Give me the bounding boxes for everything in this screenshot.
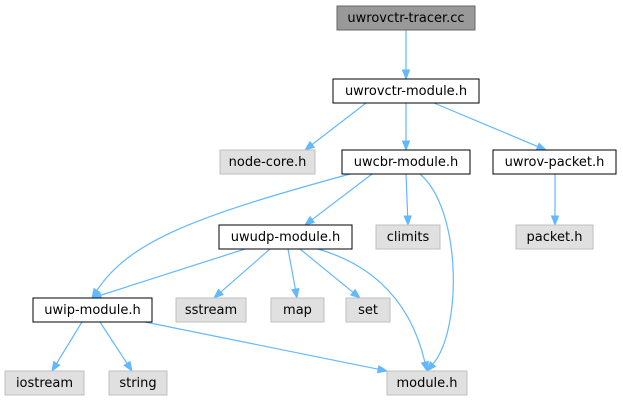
arrowhead: [550, 215, 560, 227]
node-set: set: [345, 297, 391, 323]
node-box: [270, 297, 325, 323]
node-module-h: module.h: [386, 370, 468, 396]
edge-uwrov-packet-h-to-packet-h: [550, 174, 560, 227]
node-map: map: [270, 297, 325, 323]
edge-uwudp-module-h-to-sstream: [212, 248, 271, 299]
node-label: climits: [387, 230, 430, 245]
node-box: [175, 297, 247, 323]
node-sstream: sstream: [175, 297, 247, 323]
node-label: packet.h: [527, 230, 583, 245]
node-uwrovctr-module-h[interactable]: uwrovctr-module.h: [332, 78, 480, 104]
node-box: [4, 370, 85, 396]
node-iostream: iostream: [4, 370, 85, 396]
edge-uwrovctr-module-h-to-uwrov-packet-h: [433, 102, 548, 151]
arrowhead: [426, 361, 437, 373]
node-label: sstream: [185, 303, 237, 318]
arrowhead: [403, 215, 412, 227]
node-label: module.h: [396, 376, 457, 391]
node-uwrov-packet-h[interactable]: uwrov-packet.h: [492, 149, 617, 175]
arrowhead: [349, 288, 362, 299]
node-label: string: [119, 376, 156, 391]
node-label: iostream: [16, 376, 73, 391]
node-box: [341, 149, 471, 175]
arrowhead: [303, 215, 316, 226]
node-climits: climits: [375, 224, 441, 250]
node-node-core-h: node-core.h: [219, 149, 316, 175]
arrowhead: [123, 360, 133, 373]
node-box: [386, 370, 468, 396]
arrowhead: [376, 364, 389, 374]
arrowhead: [401, 140, 411, 152]
node-label: uwrov-packet.h: [505, 155, 605, 170]
node-label: map: [283, 303, 312, 318]
node-packet-h: packet.h: [515, 224, 594, 250]
node-box: [332, 78, 480, 104]
node-label: uwrovctr-module.h: [345, 84, 467, 99]
node-uwip-module-h[interactable]: uwip-module.h: [32, 297, 153, 323]
node-label: set: [358, 303, 378, 318]
node-box: [345, 297, 391, 323]
edge-uwcbr-module-h-to-climits: [403, 173, 412, 227]
arrowhead: [535, 142, 548, 151]
arrowhead: [291, 287, 300, 300]
edge-uwudp-module-h-to-set: [299, 248, 362, 299]
edge-uwrovctr-tracer-cc-to-uwrovctr-module-h: [401, 30, 411, 81]
edge-uwip-module-h-to-module-h: [144, 321, 389, 374]
node-box: [219, 149, 316, 175]
node-label: uwip-module.h: [44, 303, 141, 318]
node-label: uwcbr-module.h: [354, 155, 459, 170]
edge-uwcbr-module-h-to-uwudp-module-h: [303, 173, 373, 226]
node-uwrovctr-tracer-cc[interactable]: uwrovctr-tracer.cc: [336, 5, 476, 31]
node-label: uwrovctr-tracer.cc: [347, 11, 464, 26]
edge-uwcbr-module-h-to-module-h: [419, 173, 454, 373]
node-label: uwudp-module.h: [231, 230, 340, 245]
node-uwudp-module-h[interactable]: uwudp-module.h: [218, 224, 353, 250]
node-box: [515, 224, 594, 250]
node-box: [375, 224, 441, 250]
edge-uwrovctr-module-h-to-uwcbr-module-h: [401, 103, 411, 152]
nodes-layer: uwrovctr-tracer.cc uwrovctr-module.h node-…: [4, 5, 617, 396]
node-box: [218, 224, 353, 250]
node-string: string: [108, 370, 168, 396]
node-box: [32, 297, 153, 323]
node-box: [108, 370, 168, 396]
node-uwcbr-module-h[interactable]: uwcbr-module.h: [341, 149, 471, 175]
edge-uwrovctr-module-h-to-node-core-h: [303, 102, 367, 151]
node-box: [336, 5, 476, 31]
arrowhead: [401, 69, 411, 81]
node-label: node-core.h: [229, 155, 307, 170]
edge-uwudp-module-h-to-map: [287, 248, 300, 300]
edge-uwip-module-h-to-string: [99, 321, 133, 373]
node-box: [492, 149, 617, 175]
edge-uwip-module-h-to-iostream: [51, 321, 83, 373]
arrowhead: [303, 140, 316, 151]
edges-layer: [51, 30, 560, 374]
arrowhead: [420, 360, 429, 373]
arrowhead: [51, 360, 61, 373]
edge-uwudp-module-h-to-module-h: [317, 248, 429, 373]
arrowhead: [212, 288, 224, 299]
